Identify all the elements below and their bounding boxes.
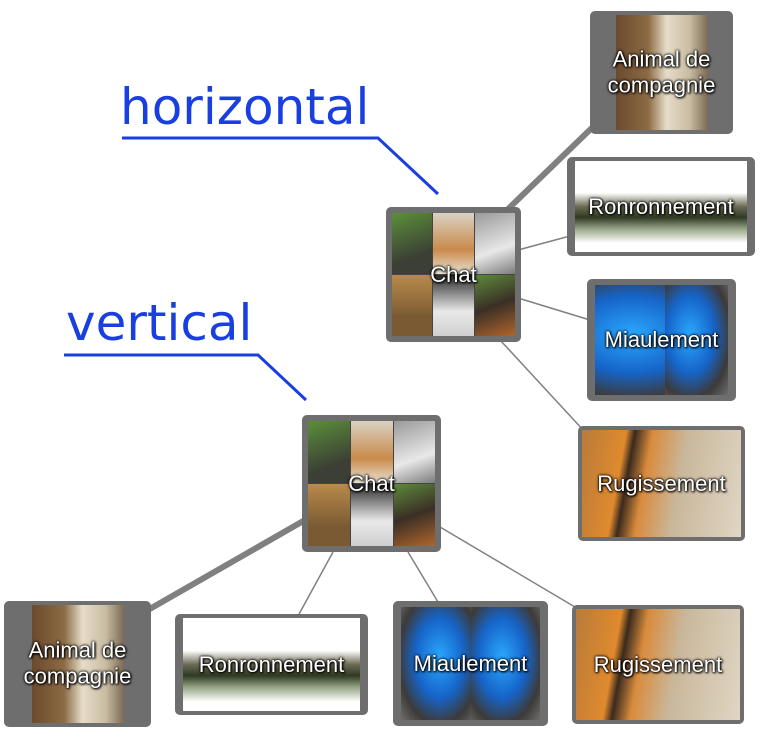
- civet-image: [575, 161, 747, 252]
- meowing-label: Miaulement: [604, 326, 719, 352]
- node-roaring-horizontal[interactable]: Rugissement: [578, 426, 745, 541]
- chat-label: Chat: [348, 470, 395, 496]
- edge-v-roaring: [439, 526, 581, 611]
- node-purring-horizontal[interactable]: Ronronnement: [567, 157, 755, 256]
- edge-h-roaring: [499, 339, 586, 433]
- edge-v-pet: [146, 517, 307, 613]
- edge-h-purring: [517, 235, 571, 251]
- pet-label: Animal de compagnie: [607, 46, 716, 98]
- node-roaring-vertical[interactable]: Rugissement: [572, 605, 744, 724]
- butterfly-wing-right: [665, 285, 728, 395]
- label-horizontal: horizontal: [120, 78, 370, 136]
- butterfly-image: [401, 607, 471, 720]
- civet-image: [183, 618, 360, 711]
- edge-v-purring: [297, 551, 334, 617]
- edge-h-meowing: [517, 297, 591, 321]
- vertical-pointer: [64, 353, 308, 402]
- node-purring-vertical[interactable]: Ronronnement: [175, 614, 368, 715]
- node-meowing-horizontal[interactable]: Miaulement: [587, 279, 736, 401]
- edge-h-pet: [502, 119, 601, 215]
- horizontal-pointer: [122, 136, 440, 196]
- node-pet-horizontal[interactable]: Animal de compagnie: [590, 11, 733, 134]
- node-meowing-vertical[interactable]: Miaulement: [393, 601, 548, 726]
- node-chat-horizontal[interactable]: Chat: [386, 207, 521, 342]
- node-pet-vertical[interactable]: Animal de compagnie: [4, 601, 151, 727]
- roaring-label: Rugissement: [593, 651, 723, 677]
- purring-label: Ronronnement: [588, 193, 734, 219]
- label-vertical: vertical: [66, 294, 253, 352]
- tiger-image: [582, 430, 741, 537]
- chat-label: Chat: [430, 261, 477, 287]
- purring-label: Ronronnement: [198, 651, 345, 677]
- edge-v-meowing: [407, 551, 439, 603]
- cat-collage-image: [308, 421, 435, 546]
- pet-label: Animal de compagnie: [23, 637, 132, 689]
- meowing-label: Miaulement: [413, 650, 528, 676]
- pet-painting-image: [616, 15, 708, 130]
- cat-collage-image: [392, 213, 515, 336]
- pet-painting-image: [32, 605, 124, 723]
- butterfly-wing-right: [471, 607, 540, 720]
- roaring-label: Rugissement: [597, 470, 726, 496]
- tiger-image: [576, 609, 740, 720]
- node-chat-vertical[interactable]: Chat: [302, 415, 441, 552]
